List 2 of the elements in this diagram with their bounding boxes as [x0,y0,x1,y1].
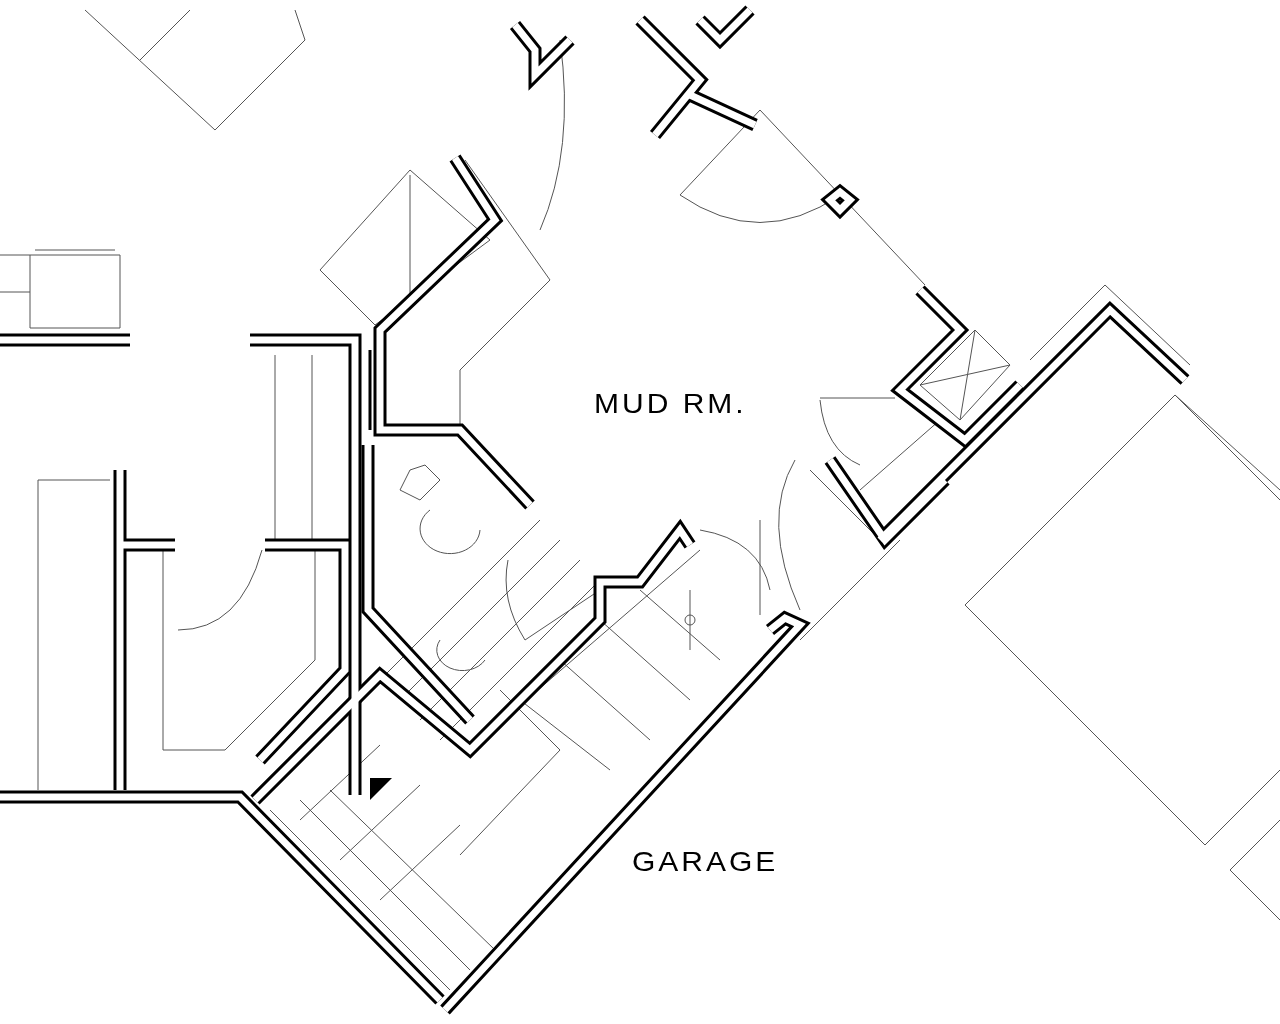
room-label: GARAGE [632,846,779,876]
room-label: MUD RM. [594,388,747,418]
